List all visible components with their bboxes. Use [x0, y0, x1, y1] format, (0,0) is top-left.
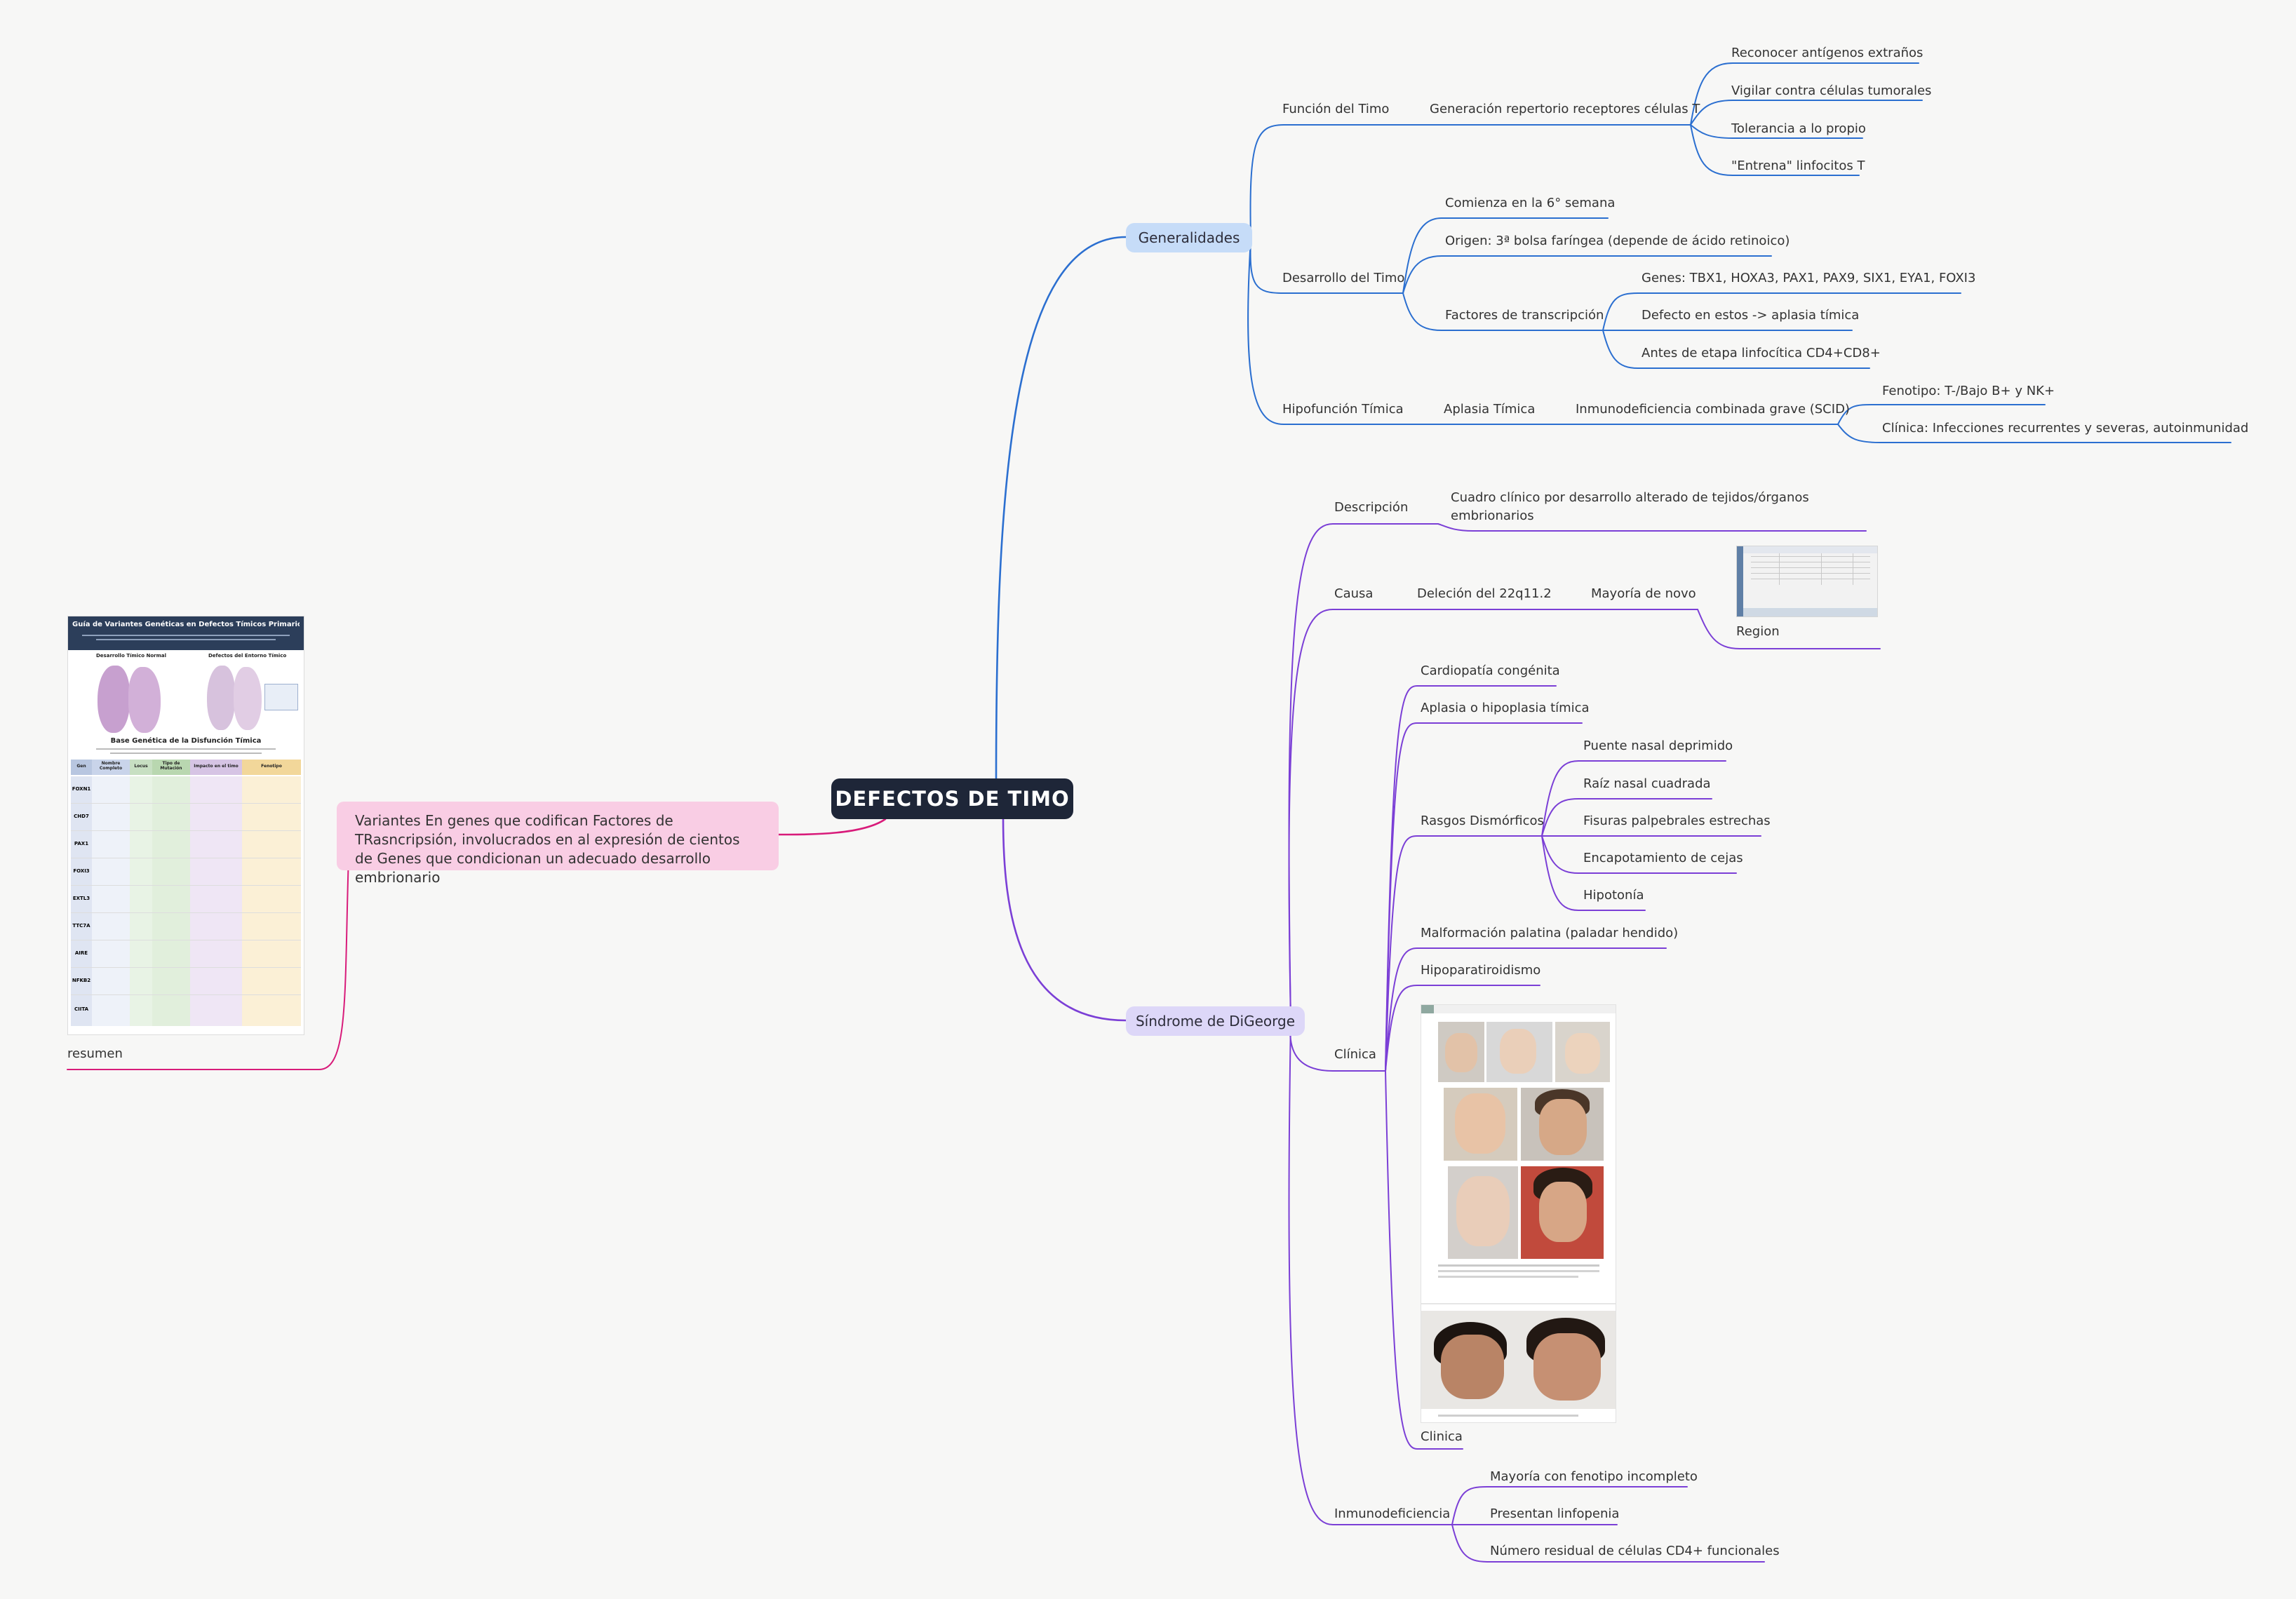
- infographic-gene: FOXI3: [71, 858, 92, 885]
- clinica-photo[interactable]: [1421, 1004, 1616, 1423]
- infographic-col-left: Desarrollo Tímico Normal: [96, 653, 166, 659]
- scid-item[interactable]: Fenotipo: T-/Bajo B+ y NK+: [1882, 382, 2055, 400]
- rasgos-topic[interactable]: Rasgos Dismórficos: [1421, 812, 1544, 830]
- infographic-header-cell: Locus: [130, 760, 152, 775]
- funcion-item[interactable]: "Entrena" linfocitos T: [1731, 157, 1865, 175]
- infographic-gene: PAX1: [71, 831, 92, 858]
- factores-topic[interactable]: Factores de transcripción: [1445, 306, 1604, 325]
- infographic-col-right: Defectos del Entorno Tímico: [208, 653, 286, 659]
- funcion-item[interactable]: Vigilar contra células tumorales: [1731, 82, 1931, 100]
- inmuno-item[interactable]: Número residual de células CD4+ funciona…: [1490, 1542, 1780, 1560]
- desarrollo-timo-topic[interactable]: Desarrollo del Timo: [1282, 269, 1404, 288]
- funcion-timo-topic[interactable]: Función del Timo: [1282, 100, 1389, 119]
- infographic-gene: FOXN1: [71, 776, 92, 803]
- resumen-caption: resumen: [67, 1045, 123, 1063]
- malformacion-topic[interactable]: Malformación palatina (paladar hendido): [1421, 924, 1678, 943]
- root-node[interactable]: DEFECTOS DE TIMO: [831, 778, 1073, 819]
- rasgos-item[interactable]: Hipotonía: [1583, 886, 1644, 905]
- funcion-item[interactable]: Tolerancia a lo propio: [1731, 120, 1866, 138]
- descripcion-text[interactable]: Cuadro clínico por desarrollo alterado d…: [1451, 489, 1815, 525]
- scid-item[interactable]: Clínica: Infecciones recurrentes y sever…: [1882, 419, 2248, 438]
- causa-topic[interactable]: Causa: [1334, 585, 1373, 603]
- infographic-gene: CIITA: [71, 995, 92, 1026]
- infographic-header-cell: Impacto en el timo: [190, 760, 242, 775]
- infographic-header-cell: Gen: [71, 760, 92, 775]
- inmunodeficiencia-topic[interactable]: Inmunodeficiencia: [1334, 1505, 1450, 1523]
- infographic-header-cell: Nombre Completo: [92, 760, 130, 775]
- aplasia-hipoplasia-topic[interactable]: Aplasia o hipoplasia tímica: [1421, 699, 1590, 717]
- infographic-gene: EXTL3: [71, 886, 92, 912]
- funcion-item[interactable]: Reconocer antígenos extraños: [1731, 44, 1923, 62]
- hipofuncion-topic[interactable]: Hipofunción Tímica: [1282, 400, 1404, 419]
- origen-topic[interactable]: Origen: 3ª bolsa faríngea (depende de ác…: [1445, 232, 1790, 250]
- clinica-photo-caption: Clinica: [1421, 1428, 1463, 1446]
- infographic-title: Guía de Variantes Genéticas en Defectos …: [72, 621, 300, 628]
- factores-item[interactable]: Genes: TBX1, HOXA3, PAX1, PAX9, SIX1, EY…: [1642, 269, 1975, 288]
- rasgos-item[interactable]: Puente nasal deprimido: [1583, 737, 1733, 755]
- descripcion-topic[interactable]: Descripción: [1334, 499, 1408, 517]
- semana-topic[interactable]: Comienza en la 6° semana: [1445, 194, 1615, 212]
- clinica-topic[interactable]: Clínica: [1334, 1046, 1376, 1064]
- region-image[interactable]: [1736, 546, 1878, 617]
- cardiopatia-topic[interactable]: Cardiopatía congénita: [1421, 662, 1560, 680]
- rasgos-item[interactable]: Fisuras palpebrales estrechas: [1583, 812, 1771, 830]
- infographic-gene: NFKB2: [71, 968, 92, 994]
- infographic-gene: AIRE: [71, 940, 92, 967]
- variantes-node[interactable]: Variantes En genes que codifican Factore…: [337, 802, 779, 870]
- inmuno-item[interactable]: Mayoría con fenotipo incompleto: [1490, 1468, 1698, 1486]
- factores-item[interactable]: Defecto en estos -> aplasia tímica: [1642, 306, 1859, 325]
- resumen-infographic[interactable]: Guía de Variantes Genéticas en Defectos …: [67, 616, 304, 1035]
- rasgos-item[interactable]: Encapotamiento de cejas: [1583, 849, 1743, 868]
- region-caption: Region: [1736, 623, 1780, 641]
- hipoparatiroidismo-topic[interactable]: Hipoparatiroidismo: [1421, 962, 1540, 980]
- delecion-topic[interactable]: Deleción del 22q11.2: [1417, 585, 1552, 603]
- generalidades-node[interactable]: Generalidades: [1126, 223, 1252, 252]
- infographic-table-title: Base Genética de la Disfunción Tímica: [68, 737, 304, 745]
- generacion-topic[interactable]: Generación repertorio receptores células…: [1430, 100, 1700, 119]
- inmuno-item[interactable]: Presentan linfopenia: [1490, 1505, 1619, 1523]
- digeorge-node[interactable]: Síndrome de DiGeorge: [1126, 1006, 1305, 1036]
- infographic-gene: TTC7A: [71, 913, 92, 940]
- infographic-gene: CHD7: [71, 804, 92, 830]
- infographic-header-cell: Fenotipo: [242, 760, 301, 775]
- mayoria-novo-topic[interactable]: Mayoría de novo: [1591, 585, 1696, 603]
- aplasia-timica-topic[interactable]: Aplasia Tímica: [1444, 400, 1535, 419]
- scid-topic[interactable]: Inmunodeficiencia combinada grave (SCID): [1576, 400, 1850, 419]
- rasgos-item[interactable]: Raíz nasal cuadrada: [1583, 775, 1711, 793]
- infographic-header-cell: Tipo de Mutación: [152, 760, 190, 775]
- factores-item[interactable]: Antes de etapa linfocítica CD4+CD8+: [1642, 344, 1881, 363]
